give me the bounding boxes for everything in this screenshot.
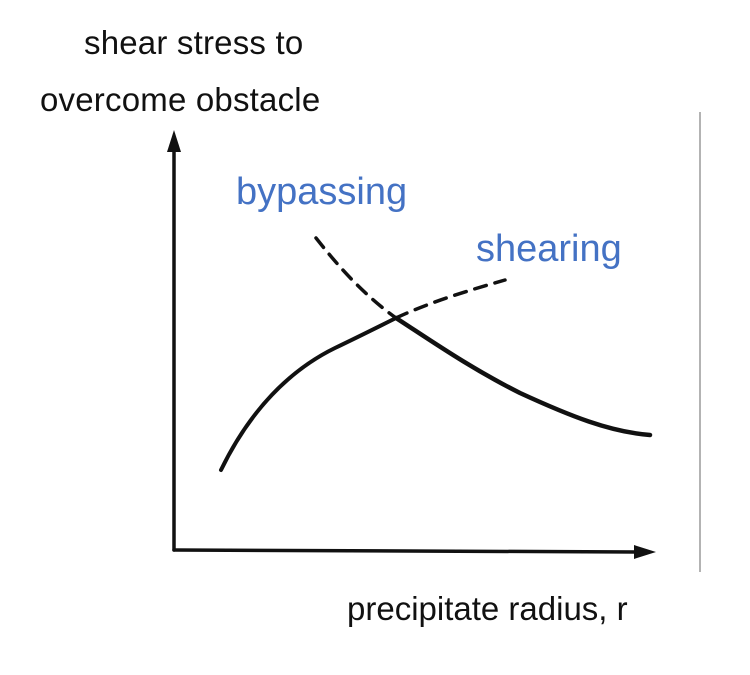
shearing-curve-dashed [394, 278, 507, 320]
bypassing-curve-dashed [314, 236, 398, 320]
x-axis-line [172, 548, 642, 554]
bypassing-curve-solid [393, 315, 653, 438]
shearing-label: shearing [476, 228, 622, 270]
x-axis-arrowhead [634, 545, 656, 559]
y-axis-arrowhead [167, 130, 181, 152]
shearing-curve-solid [219, 316, 398, 472]
bypassing-label: bypassing [236, 171, 408, 213]
y-axis-label-line-2: overcome obstacle [40, 81, 321, 118]
y-axis-label-line-1: shear stress to [84, 24, 304, 61]
x-axis-label: precipitate radius, r [347, 590, 628, 627]
